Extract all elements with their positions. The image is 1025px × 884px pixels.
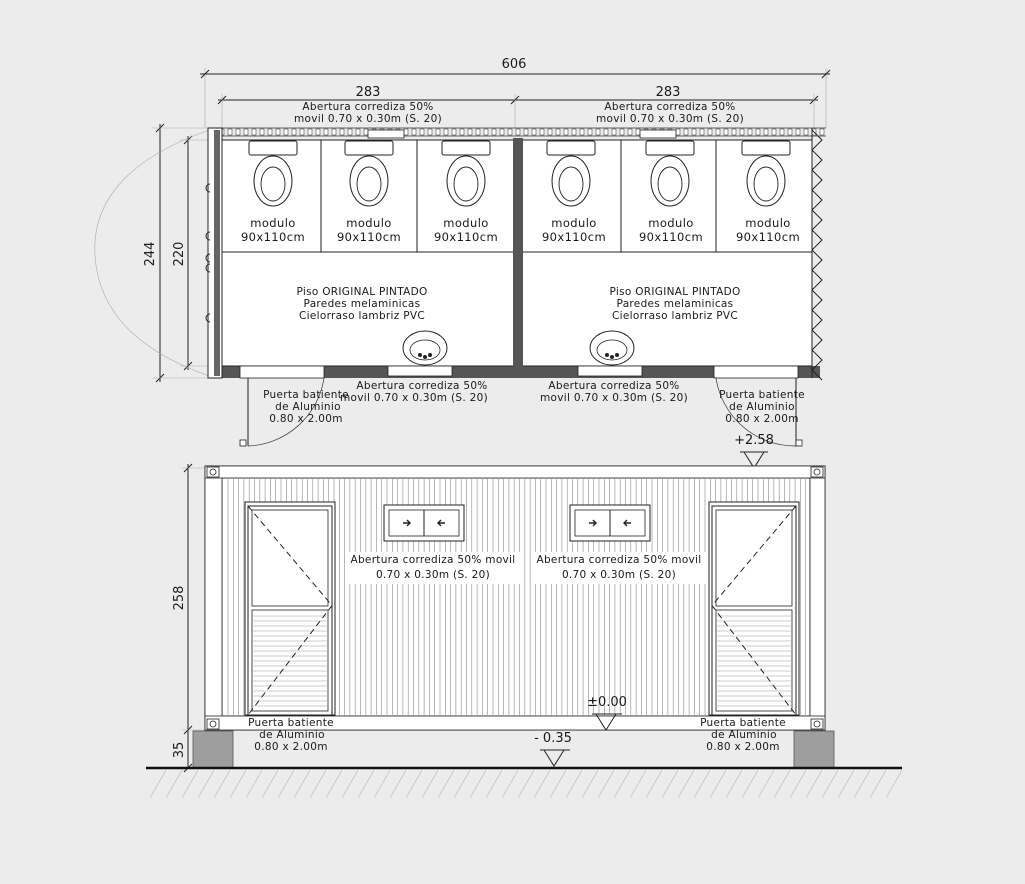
toilet-icon: [248, 140, 298, 207]
hinge-icon: [205, 183, 211, 193]
toilet-icon: [645, 140, 695, 207]
floor-note-right-line2: Paredes melaminicas: [617, 298, 734, 310]
left-end-wall-core: [214, 130, 220, 376]
floor-note-right-line3: Cielorraso lambriz PVC: [612, 310, 738, 322]
inner-depth-label: 220: [172, 242, 187, 267]
module-label: modulo: [443, 216, 488, 230]
level-top-label: +2.58: [734, 433, 774, 448]
elevation-door-left: [244, 501, 336, 716]
ground-hatch: [149, 769, 903, 799]
elevation-door-left-line2: de Aluminio: [259, 729, 325, 741]
half-right-width-label: 283: [656, 85, 681, 100]
base-block-right: [793, 730, 835, 769]
plan-top-window-right: [639, 129, 677, 139]
top-wall-corrugation: [211, 128, 825, 136]
plan-top-window-right-line1: Abertura corrediza 50%: [604, 101, 735, 113]
level-zero-label: ±0.00: [587, 695, 627, 710]
sink-right: [589, 330, 635, 366]
toilet-icon: [546, 140, 596, 207]
floor-plan: [205, 127, 826, 447]
module-labels: modulo90x110cmmodulo90x110cmmodulo90x110…: [241, 216, 800, 244]
level-zero-marker: [592, 713, 622, 731]
hinge-icon: [205, 263, 211, 273]
module-label: modulo: [346, 216, 391, 230]
centre-partition: [513, 138, 523, 368]
elevation-dimension-lines: [182, 463, 205, 773]
plan-door-right-line2: de Aluminio: [729, 401, 795, 413]
floor-note-left-line1: Piso ORIGINAL PINTADO: [296, 286, 427, 298]
floor-note-left-line3: Cielorraso lambriz PVC: [299, 310, 425, 322]
floor-note-left-line2: Paredes melaminicas: [304, 298, 421, 310]
module-label: modulo: [250, 216, 295, 230]
plan-door-opening-left: [239, 365, 325, 379]
base-height-label: 35: [172, 742, 187, 759]
plan-top-window-left-line2: movil 0.70 x 0.30m (S. 20): [294, 113, 442, 125]
elevation-door-right-line1: Puerta batiente: [700, 717, 786, 729]
toilets: [248, 140, 791, 207]
module-label: modulo: [648, 216, 693, 230]
elevation-window-right-line2: 0.70 x 0.30m (S. 20): [562, 569, 676, 581]
left-wall-hinges: [205, 183, 211, 323]
level-ground-marker: [540, 749, 570, 767]
left-door-swing-arc: [94, 127, 216, 379]
top-dimension-lines: [200, 68, 831, 128]
plan-top-window-left-line1: Abertura corrediza 50%: [302, 101, 433, 113]
plan-door-right-line1: Puerta batiente: [719, 389, 805, 401]
floor-note-right-line1: Piso ORIGINAL PINTADO: [609, 286, 740, 298]
module-size-label: 90x110cm: [337, 230, 401, 244]
elevation-window-left-line1: Abertura corrediza 50% movil: [350, 554, 515, 566]
elevation-window-left-line2: 0.70 x 0.30m (S. 20): [376, 569, 490, 581]
module-size-label: 90x110cm: [736, 230, 800, 244]
plan-top-window-left: [367, 129, 405, 139]
module-label: modulo: [745, 216, 790, 230]
toilet-icon: [441, 140, 491, 207]
base-block-left: [192, 730, 234, 769]
module-size-label: 90x110cm: [542, 230, 606, 244]
plan-door-left-line2: de Aluminio: [275, 401, 341, 413]
half-left-width-label: 283: [356, 85, 381, 100]
toilet-icon: [741, 140, 791, 207]
plan-bottom-window-left: [387, 365, 453, 377]
elevation-window-right: [569, 504, 651, 542]
elevation-door-right: [708, 501, 800, 716]
module-label: modulo: [551, 216, 596, 230]
elevation-door-right-line2: de Aluminio: [711, 729, 777, 741]
sink-left: [402, 330, 448, 366]
elevation-door-left-line3: 0.80 x 2.00m: [254, 741, 327, 753]
plan-door-left-line3: 0.80 x 2.00m: [269, 413, 342, 425]
hinge-icon: [205, 253, 211, 263]
elevation-window-right-line1: Abertura corrediza 50% movil: [536, 554, 701, 566]
total-width-label: 606: [502, 57, 527, 72]
level-ground-label: - 0.35: [534, 731, 572, 746]
toilet-icon: [344, 140, 394, 207]
module-size-label: 90x110cm: [241, 230, 305, 244]
elevation-door-left-line1: Puerta batiente: [248, 717, 334, 729]
module-size-label: 90x110cm: [434, 230, 498, 244]
plan-top-window-right-line2: movil 0.70 x 0.30m (S. 20): [596, 113, 744, 125]
plan-bottom-window-left-line2: movil 0.70 x 0.30m (S. 20): [340, 392, 488, 404]
plan-bottom-window-left-line1: Abertura corrediza 50%: [356, 380, 487, 392]
plan-door-opening-right: [713, 365, 799, 379]
elevation-height-label: 258: [172, 586, 187, 611]
elevation-window-left: [383, 504, 465, 542]
hinge-icon: [205, 313, 211, 323]
bottom-wall: [208, 366, 820, 378]
plan-bottom-window-right-line1: Abertura corrediza 50%: [548, 380, 679, 392]
plan-bottom-window-right: [577, 365, 643, 377]
right-wall-corrugation: [811, 129, 823, 381]
elevation-door-right-line3: 0.80 x 2.00m: [706, 741, 779, 753]
plan-door-left-line1: Puerta batiente: [263, 389, 349, 401]
hinge-icon: [205, 231, 211, 241]
plan-door-right-line3: 0.80 x 2.00m: [725, 413, 798, 425]
outer-depth-label: 244: [143, 242, 158, 267]
module-size-label: 90x110cm: [639, 230, 703, 244]
plan-bottom-window-right-line2: movil 0.70 x 0.30m (S. 20): [540, 392, 688, 404]
